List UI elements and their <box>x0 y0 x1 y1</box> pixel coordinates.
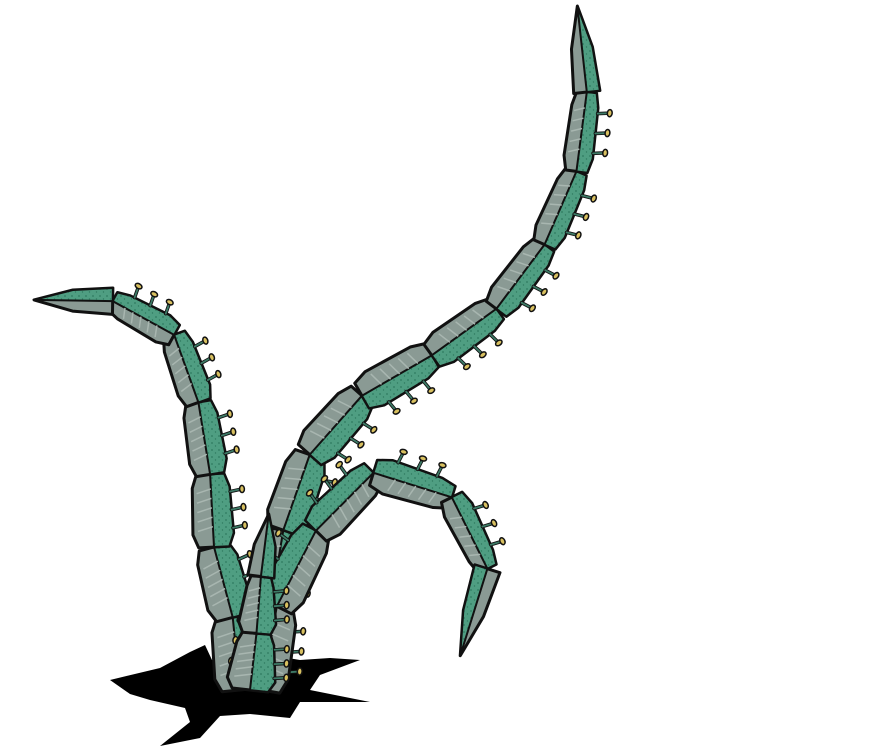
tentacle-center-short <box>225 512 291 694</box>
tentacle-segment <box>562 89 613 175</box>
tentacle-segment <box>439 490 506 575</box>
tentacle-left-hook <box>32 282 277 694</box>
tentacle-segment <box>296 384 378 467</box>
tentacle-segment <box>162 329 222 409</box>
tentacle-segment <box>182 398 240 479</box>
tentacle-segment <box>532 165 598 251</box>
tentacle-segment <box>106 282 182 347</box>
tentacle-segment <box>422 297 506 371</box>
tentacle-tip <box>569 4 602 95</box>
tentacle-tip <box>32 286 115 316</box>
tentacle-tip <box>458 563 502 658</box>
tentacle-segment <box>484 236 560 318</box>
tentacle-segment <box>368 448 457 510</box>
tentacle-segment <box>225 630 290 694</box>
tentacle-segment <box>190 472 248 550</box>
tentacle-segment <box>303 460 385 543</box>
ground-crack-shadow <box>110 645 370 746</box>
tentacle-tip <box>246 512 277 580</box>
tentacle-segment <box>353 342 441 415</box>
